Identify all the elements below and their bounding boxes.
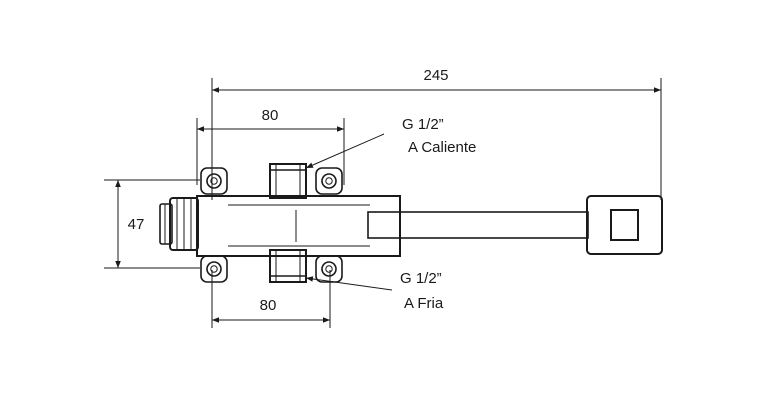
cold-inlet-callout: G 1/2” A Fria xyxy=(305,270,444,312)
mounting-ear-bottom-right xyxy=(315,255,343,283)
valve-body xyxy=(159,163,663,283)
overall-length-dimension: 245 xyxy=(211,67,662,200)
cold-inlet-thread-label: G 1/2” xyxy=(400,270,442,287)
mounting-ear-top-right xyxy=(315,167,343,195)
mounting-ear-bottom-left xyxy=(200,255,228,283)
cold-inlet-port xyxy=(269,249,307,283)
bottom-spacing-dimension: 80 xyxy=(211,270,331,328)
overall-length-value: 245 xyxy=(423,67,448,84)
hot-inlet-leader xyxy=(305,133,385,169)
hot-inlet-port xyxy=(269,163,307,199)
cold-inlet-name-label: A Fria xyxy=(404,295,444,312)
hot-inlet-name-label: A Caliente xyxy=(408,139,476,156)
threaded-outlet xyxy=(159,197,199,251)
hot-inlet-thread-label: G 1/2” xyxy=(402,116,444,133)
height-dimension: 47 xyxy=(104,179,200,269)
height-value: 47 xyxy=(128,216,145,233)
knurled-push-pedal xyxy=(586,195,663,255)
bottom-spacing-value: 80 xyxy=(260,297,277,314)
top-spacing-value: 80 xyxy=(262,107,279,124)
mounting-ear-top-left xyxy=(200,167,228,195)
hot-inlet-callout: G 1/2” A Caliente xyxy=(305,116,476,169)
cold-inlet-leader xyxy=(305,276,393,291)
